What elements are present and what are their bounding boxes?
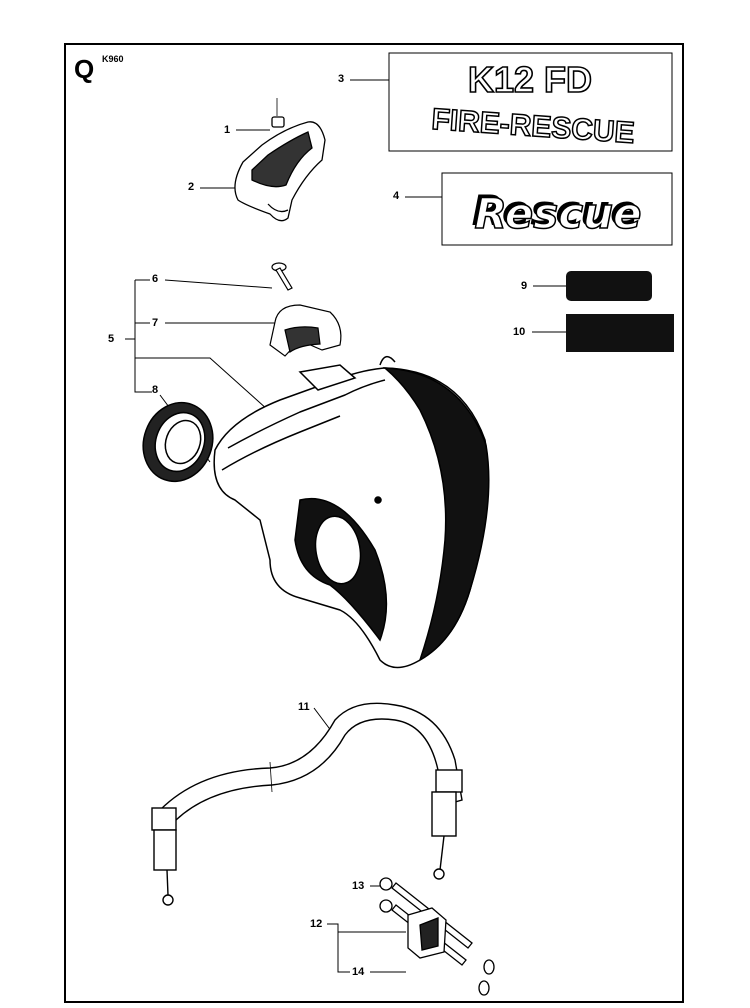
part-clip: [269, 304, 342, 357]
part-ring: [142, 401, 214, 483]
part-strap: [151, 702, 463, 906]
decal-k12-fire-rescue: K12 FD FIRE-RESCUE: [388, 52, 673, 152]
callout-1: 1: [224, 124, 231, 136]
decal-text-k12: K12 FD: [468, 59, 592, 100]
callout-5: 5: [108, 333, 115, 345]
decal-rescue-shadow: Rescue: [471, 186, 638, 235]
callout-14: 14: [352, 966, 365, 978]
callout-9: 9: [521, 280, 528, 292]
callout-2: 2: [188, 181, 195, 193]
callout-3: 3: [338, 73, 345, 85]
decal-9: [566, 271, 652, 301]
decal-rescue-text: Rescue: [474, 189, 641, 238]
model-code: K960: [102, 54, 124, 64]
callout-7: 7: [152, 317, 159, 329]
part-clamp: [379, 877, 495, 996]
decal-10: [566, 314, 674, 352]
callout-10: 10: [513, 326, 526, 338]
callout-6: 6: [152, 273, 159, 285]
part-screw: [271, 262, 293, 291]
callout-13: 13: [352, 880, 365, 892]
part-blade-guard: [213, 356, 490, 669]
callout-8: 8: [152, 384, 159, 396]
diagram-frame: [64, 43, 684, 1003]
callout-11: 11: [298, 701, 310, 713]
part-handle: [234, 98, 326, 222]
decal-rescue: Rescue Rescue: [441, 172, 673, 246]
leader-lines: [125, 79, 566, 973]
callout-4: 4: [393, 190, 400, 202]
callout-12: 12: [310, 918, 323, 930]
section-letter: Q: [74, 54, 95, 84]
